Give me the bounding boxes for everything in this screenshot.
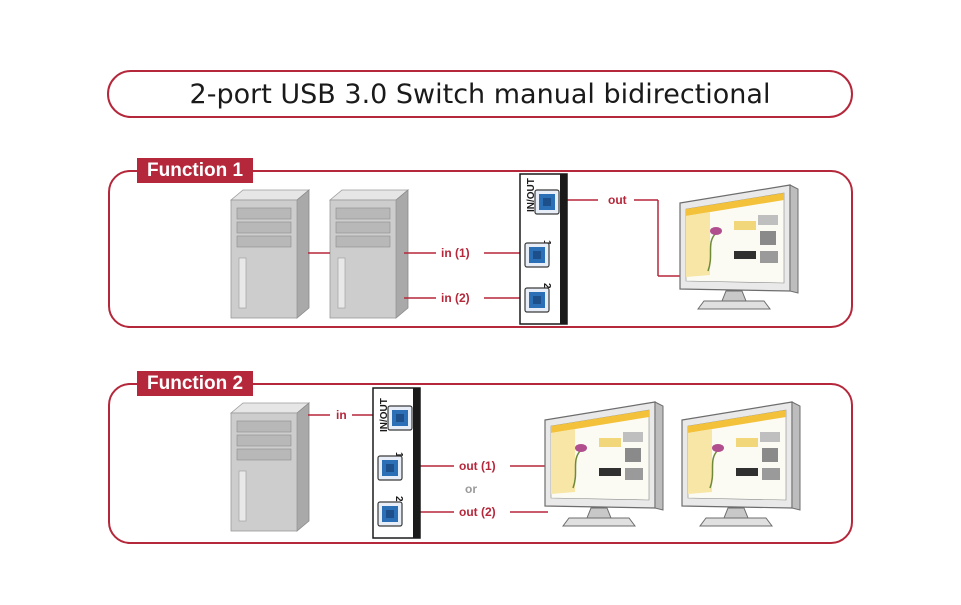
monitor-icon xyxy=(544,401,664,527)
monitor-icon xyxy=(679,184,799,310)
port-2-number: 2 xyxy=(393,496,404,502)
usb-port-icon xyxy=(524,242,550,268)
function-1-panel xyxy=(108,170,853,328)
in-2-label: in (2) xyxy=(441,291,470,305)
function-2-tag: Function 2 xyxy=(137,371,254,396)
port-2-number: 2 xyxy=(541,283,552,289)
function-1-tag: Function 1 xyxy=(137,158,254,183)
computer-tower-icon xyxy=(329,189,409,319)
function-2-panel xyxy=(108,383,853,544)
in-1-label: in (1) xyxy=(441,246,470,260)
in-label: in xyxy=(336,408,347,422)
out-label: out xyxy=(608,193,627,207)
out-2-label: out (2) xyxy=(459,505,496,519)
out-1-label: out (1) xyxy=(459,459,496,473)
usb-port-icon xyxy=(524,287,550,313)
port-1-number: 1 xyxy=(393,452,404,458)
usb-port-icon xyxy=(377,455,403,481)
usb-port-icon xyxy=(534,189,560,215)
diagram-title: 2-port USB 3.0 Switch manual bidirection… xyxy=(107,70,853,118)
monitor-icon xyxy=(681,401,801,527)
computer-tower-icon xyxy=(230,189,310,319)
or-label: or xyxy=(465,482,477,496)
computer-tower-icon xyxy=(230,402,310,532)
usb-port-icon xyxy=(377,501,403,527)
usb-port-icon xyxy=(387,405,413,431)
in-out-port-label: IN/OUT xyxy=(379,398,390,432)
in-out-port-label: IN/OUT xyxy=(526,178,537,212)
